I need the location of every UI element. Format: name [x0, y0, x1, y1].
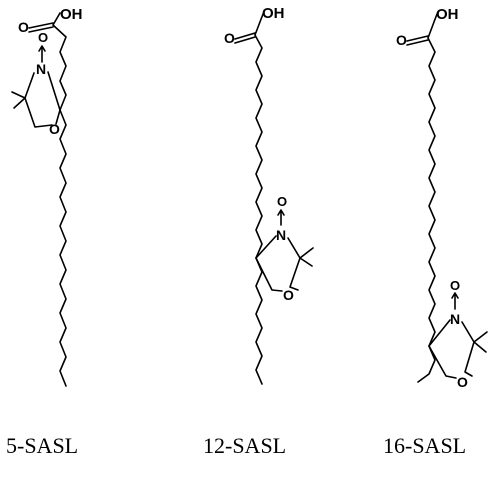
oxazolidine-ring	[11, 71, 61, 128]
atom-carbonyl-o: O	[396, 32, 407, 48]
carboxyl-bonds	[234, 13, 264, 44]
carboxyl-bonds	[406, 13, 438, 46]
caption-5-sasl: 5-SASL	[6, 433, 79, 458]
n-oxide-arrow	[38, 45, 46, 63]
atom-nitrogen: N	[36, 61, 46, 77]
atom-ring-o: O	[49, 121, 60, 137]
atom-nitrogen: N	[276, 227, 286, 243]
chain-upper	[52, 24, 67, 111]
oxazolidine-ring	[255, 235, 314, 292]
atom-oxide-o: O	[277, 194, 287, 209]
caption-16-sasl: 16-SASL	[383, 433, 467, 458]
molecule-5-sasl: OH O O N O	[11, 6, 83, 387]
atom-oh: OH	[436, 6, 459, 23]
atom-carbonyl-o: O	[18, 19, 29, 35]
chain-lower	[59, 109, 67, 387]
atom-oxide-o: O	[38, 30, 48, 45]
chain-lower	[255, 257, 263, 385]
n-oxide-arrow	[451, 292, 459, 310]
atom-oh: OH	[60, 6, 83, 23]
atom-oh: OH	[262, 5, 285, 22]
atom-oxide-o: O	[450, 278, 460, 293]
atom-carbonyl-o: O	[224, 30, 235, 46]
carboxyl-bonds	[28, 12, 61, 33]
chain-upper	[427, 37, 436, 347]
n-oxide-arrow	[277, 209, 285, 226]
atom-ring-o: O	[283, 287, 294, 303]
atom-nitrogen: N	[450, 311, 460, 327]
caption-12-sasl: 12-SASL	[203, 433, 287, 458]
chain-upper	[254, 34, 263, 259]
molecule-16-sasl: OH O O N O	[396, 6, 488, 390]
molecule-12-sasl: OH O O N O	[224, 5, 314, 385]
oxazolidine-ring	[428, 319, 488, 379]
atom-ring-o: O	[457, 374, 468, 390]
chain-lower	[417, 345, 436, 383]
